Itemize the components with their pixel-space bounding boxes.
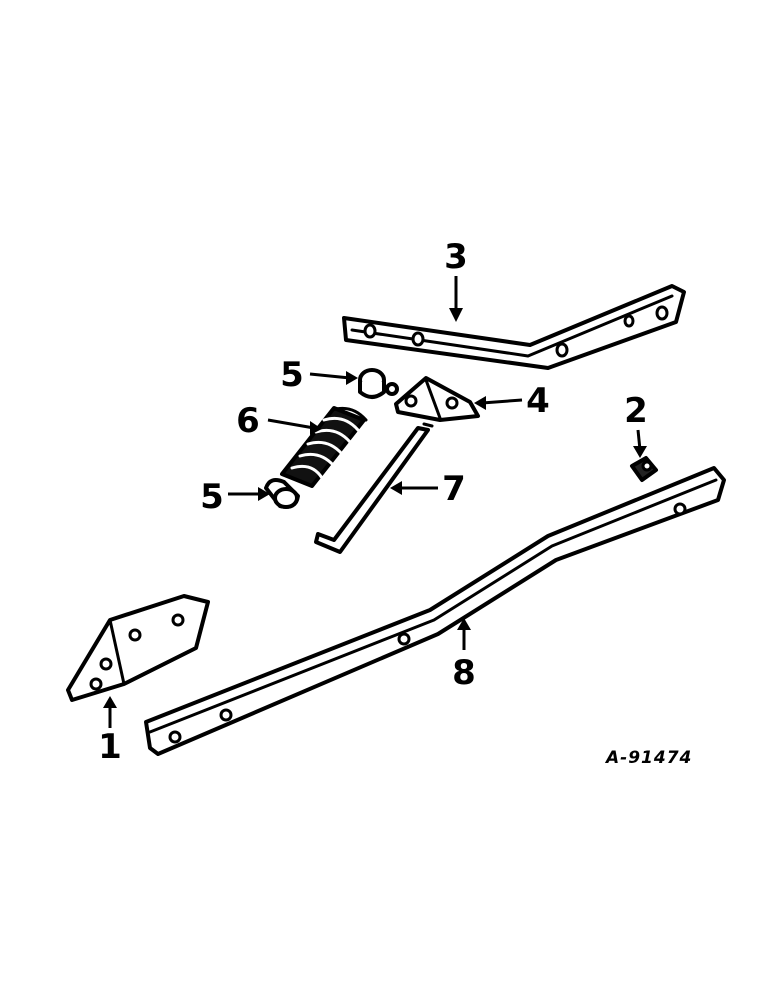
callout-5-lower: 5 [200,477,224,517]
part-5-spring-cup-lower [264,478,300,509]
callout-5-upper: 5 [280,355,304,395]
part-2-bushing [630,456,658,482]
callout-6: 6 [236,401,260,441]
callout-2: 2 [624,391,648,431]
part-5-spring-cup-upper [358,368,399,399]
figure-code: A-91474 [604,748,692,768]
callout-7: 7 [442,469,466,509]
part-4-angle-bracket [394,376,480,422]
arrow-4 [474,396,523,410]
part-1-mounting-plate [66,594,210,702]
callout-3: 3 [444,237,468,277]
arrow-2 [633,429,647,458]
arrow-3 [449,276,463,322]
callout-8: 8 [452,653,476,693]
arrow-7 [390,481,438,495]
arrow-6 [267,418,322,435]
leader-arrows [103,276,647,728]
arrow-5-lower [228,487,270,501]
arrow-8 [457,618,471,650]
arrow-5-upper [309,371,358,385]
part-3-bent-bracket [342,284,686,370]
part-7-rod [314,422,434,554]
callout-4: 4 [526,381,550,421]
arrow-1 [103,696,117,728]
callout-1: 1 [98,727,122,767]
part-6-coil-spring [280,406,368,488]
part-8-frame-bar [144,466,726,756]
